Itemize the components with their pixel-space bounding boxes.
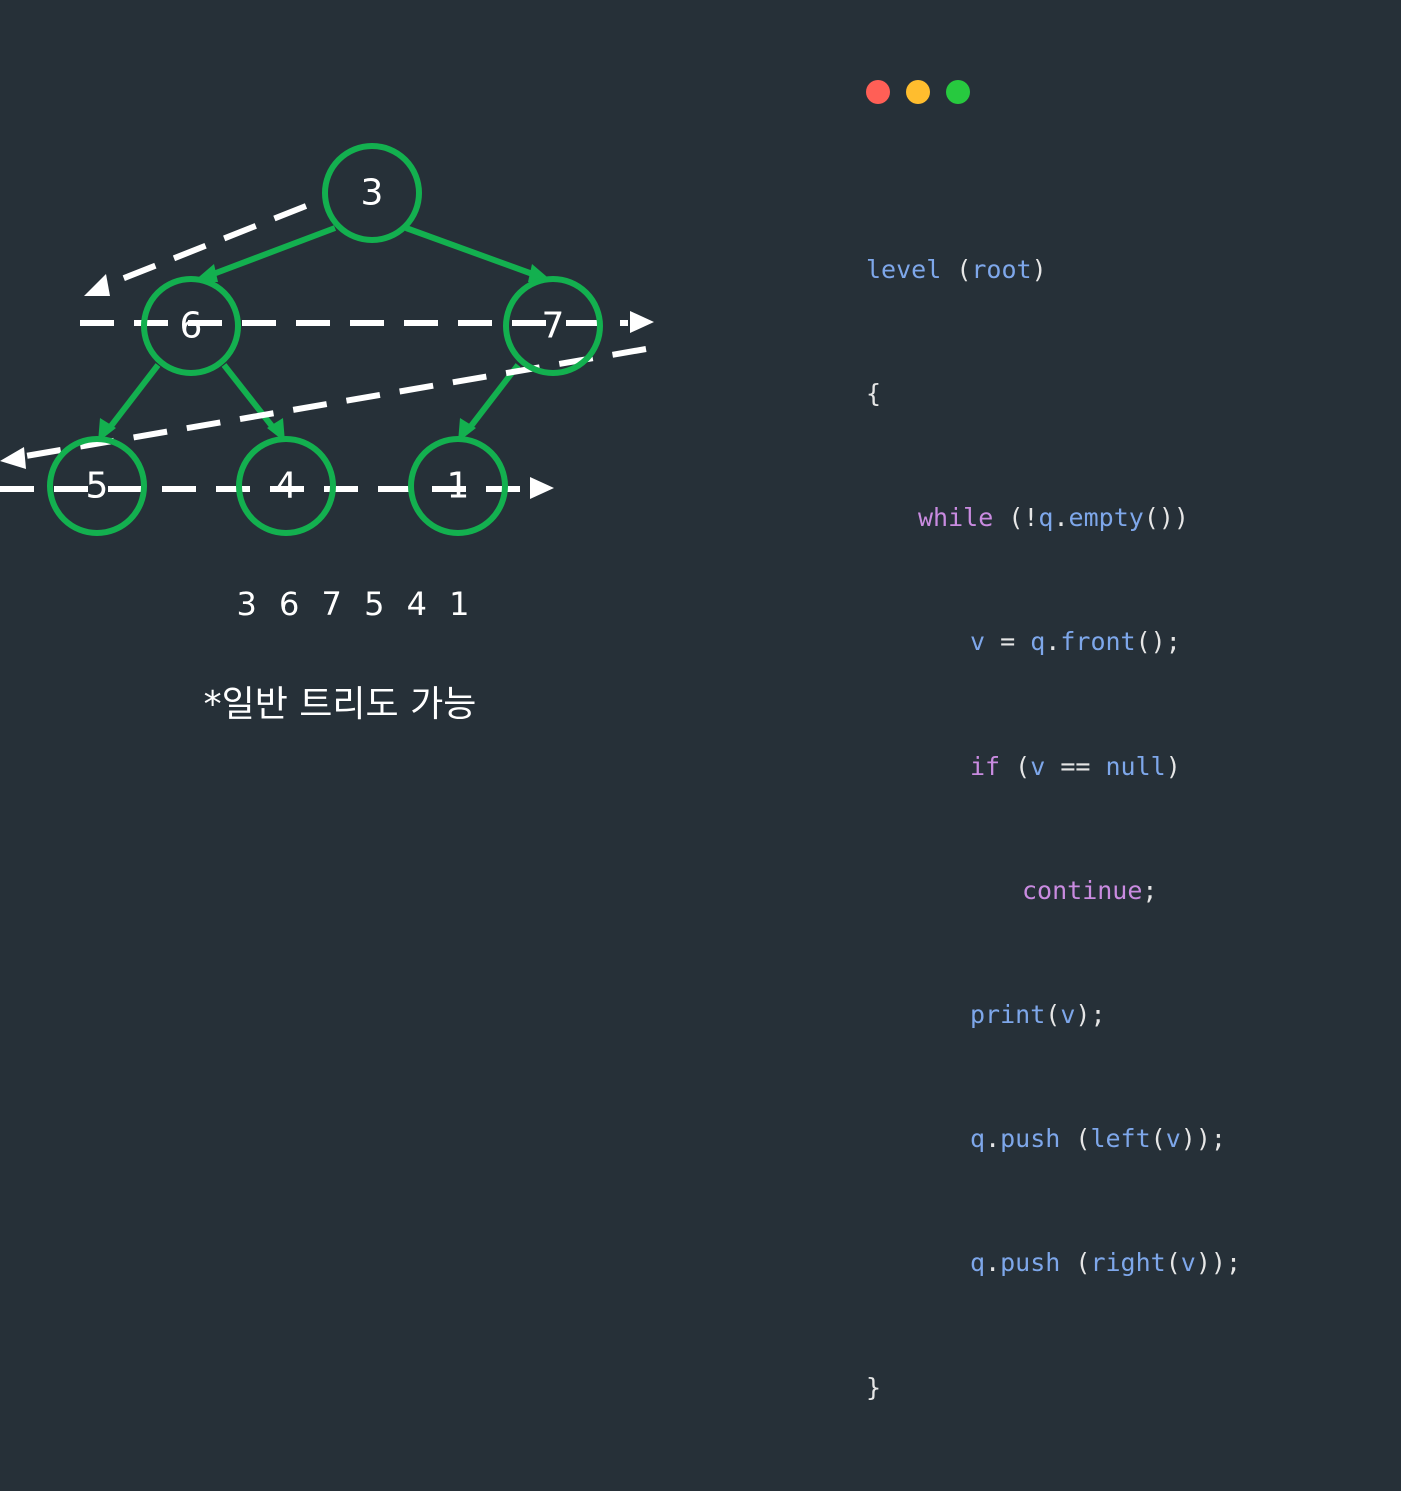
code-token: . xyxy=(985,1124,1001,1154)
code-token: v xyxy=(1060,1000,1076,1030)
code-token: if xyxy=(970,751,1001,781)
code-line-10: } xyxy=(866,1367,1346,1408)
code-line-3: while (!q.empty()) xyxy=(866,497,1346,538)
tree-node-7: 7 xyxy=(503,276,603,376)
code-token: q xyxy=(1030,627,1046,657)
code-token: . xyxy=(985,1248,1001,1278)
code-token: while xyxy=(918,503,994,533)
traversal-arrowhead-icon xyxy=(630,311,654,333)
code-line-5: if (v == null) xyxy=(866,746,1346,787)
edge-7-1 xyxy=(465,363,521,432)
code-token: root xyxy=(971,254,1032,284)
code-token: { xyxy=(866,379,882,409)
code-token: push xyxy=(1000,1248,1061,1278)
tree-node-4: 4 xyxy=(236,436,336,536)
code-token: ( xyxy=(1045,1000,1061,1030)
code-line-1: level (root) xyxy=(866,249,1346,290)
code-token: ( xyxy=(1165,1248,1181,1278)
traversal-arrowhead-icon xyxy=(0,447,26,469)
edge-arrowhead-icon xyxy=(458,418,476,442)
node-label: 3 xyxy=(361,173,384,214)
code-token: ( xyxy=(1060,1248,1091,1278)
code-token: print xyxy=(970,1000,1046,1030)
close-dot-icon xyxy=(866,80,890,104)
node-label: 5 xyxy=(86,466,109,507)
code-token: ( xyxy=(1060,1124,1091,1154)
code-token: } xyxy=(866,1372,882,1402)
edge-6-4 xyxy=(221,363,278,432)
edge-arrowhead-icon xyxy=(98,418,116,442)
general-tree-note: *일반 트리도 가능 xyxy=(203,684,477,725)
code-token: ()) xyxy=(1143,503,1189,533)
code-token: continue xyxy=(1022,875,1143,905)
code-token: q xyxy=(1038,503,1054,533)
code-token: v xyxy=(1165,1124,1181,1154)
traversal-arrowhead-icon xyxy=(530,477,554,499)
code-token: ); xyxy=(1075,1000,1106,1030)
code-token: ( xyxy=(941,254,972,284)
code-token: ) xyxy=(1031,254,1047,284)
node-label: 6 xyxy=(180,306,203,347)
code-token: q xyxy=(970,1248,986,1278)
code-token: ) xyxy=(1165,751,1181,781)
code-line-4: v = q.front(); xyxy=(866,621,1346,662)
code-token: push xyxy=(1000,1124,1061,1154)
node-label: 4 xyxy=(275,466,298,507)
code-token: )); xyxy=(1180,1124,1226,1154)
code-window: level (root) { while (!q.empty()) v = q.… xyxy=(866,80,1346,1491)
traversal-order-text: 3 6 7 5 4 1 xyxy=(236,585,476,623)
tree-node-6: 6 xyxy=(141,276,241,376)
code-token: ; xyxy=(1142,875,1158,905)
code-line-7: print(v); xyxy=(866,994,1346,1035)
code-token: ( xyxy=(1150,1124,1166,1154)
code-token: level xyxy=(866,254,942,284)
code-block: level (root) { while (!q.empty()) v = q.… xyxy=(866,166,1346,1491)
code-token: ( xyxy=(1000,751,1031,781)
code-token: null xyxy=(1105,751,1166,781)
code-token: )); xyxy=(1195,1248,1241,1278)
tree-node-5: 5 xyxy=(47,436,147,536)
maximize-dot-icon xyxy=(946,80,970,104)
code-token: front xyxy=(1060,627,1136,657)
code-token: = xyxy=(985,627,1031,657)
code-token: v xyxy=(1030,751,1046,781)
code-token: right xyxy=(1090,1248,1166,1278)
edge-6-5 xyxy=(105,363,161,432)
node-label: 1 xyxy=(447,466,470,507)
node-label: 7 xyxy=(542,306,565,347)
code-token: left xyxy=(1090,1124,1151,1154)
code-line-9: q.push (right(v)); xyxy=(866,1242,1346,1283)
edge-3-6 xyxy=(206,225,337,279)
code-token: v xyxy=(970,627,986,657)
tree-node-1: 1 xyxy=(408,436,508,536)
code-line-6: continue; xyxy=(866,870,1346,911)
tree-node-3: 3 xyxy=(322,143,422,243)
traversal-path-3-to-6 xyxy=(102,203,308,289)
edge-arrowhead-icon xyxy=(267,418,285,442)
code-line-8: q.push (left(v)); xyxy=(866,1118,1346,1159)
edge-3-7 xyxy=(404,225,540,279)
code-token: . xyxy=(1053,503,1069,533)
code-token: (! xyxy=(993,503,1039,533)
tree-diagram: 3 6 7 5 4 1 xyxy=(0,143,654,536)
minimize-dot-icon xyxy=(906,80,930,104)
window-controls xyxy=(866,80,1346,104)
code-token: v xyxy=(1180,1248,1196,1278)
traversal-arrowhead-icon xyxy=(84,274,110,296)
code-token: q xyxy=(970,1124,986,1154)
code-token: . xyxy=(1045,627,1061,657)
code-token: == xyxy=(1045,751,1106,781)
code-line-2: { xyxy=(866,373,1346,414)
code-token: empty xyxy=(1068,503,1144,533)
code-token: (); xyxy=(1135,627,1181,657)
